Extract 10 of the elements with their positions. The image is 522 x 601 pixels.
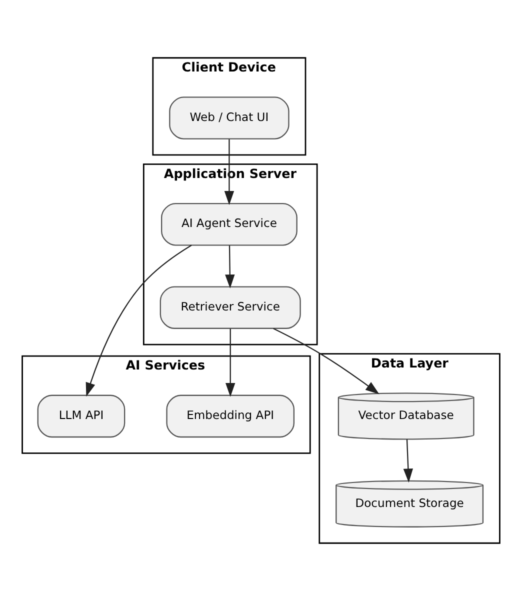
node-box: Retriever Service bbox=[160, 286, 301, 329]
node-box: LLM API bbox=[37, 394, 126, 438]
node-box: AI Agent Service bbox=[161, 202, 298, 246]
arrow bbox=[86, 244, 192, 397]
arrow bbox=[224, 139, 234, 205]
node-box: Web / Chat UI bbox=[169, 96, 290, 140]
node-box: Embedding API bbox=[166, 394, 295, 438]
arrow bbox=[225, 246, 235, 288]
arrow bbox=[226, 328, 236, 397]
arrow bbox=[403, 439, 414, 483]
